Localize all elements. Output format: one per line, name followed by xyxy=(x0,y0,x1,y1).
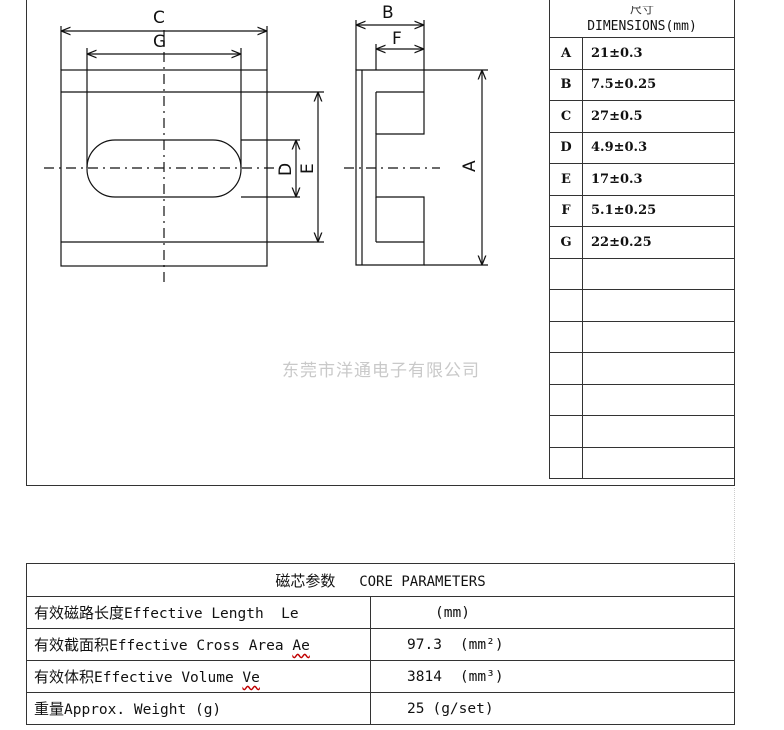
dimensions-header-en: DIMENSIONS(mm) xyxy=(587,19,697,34)
core-title-cn: 磁芯参数 xyxy=(275,571,336,590)
label-b: B xyxy=(382,3,394,23)
core-drawing: C G B F D E A xyxy=(44,3,488,282)
core-parameters-table: 磁芯参数 CORE PARAMETERS 有效磁路长度Effective Len… xyxy=(26,563,735,725)
label-g: G xyxy=(153,32,166,52)
core-row-effective-length: 有效磁路长度Effective Length Le (mm) xyxy=(26,596,735,629)
dimension-row-empty xyxy=(549,446,735,479)
dimension-row-empty xyxy=(549,257,735,290)
label-e: E xyxy=(298,163,318,174)
dimension-row-empty xyxy=(549,320,735,353)
core-row-effective-area: 有效截面积Effective Cross Area Ae 97.3(mm²) xyxy=(26,628,735,661)
core-parameters-title: 磁芯参数 CORE PARAMETERS xyxy=(26,563,735,597)
core-title-en: CORE PARAMETERS xyxy=(359,573,486,590)
company-watermark: 东莞市洋通电子有限公司 xyxy=(282,361,480,381)
section-divider xyxy=(734,488,735,563)
dimension-row-empty xyxy=(549,415,735,448)
drawing-frame xyxy=(26,0,735,486)
dimension-row-empty xyxy=(549,289,735,322)
dimensions-header: 尺寸 DIMENSIONS(mm) xyxy=(549,0,735,38)
dimensions-header-cn: 尺寸 xyxy=(629,6,654,16)
dimension-row-empty xyxy=(549,352,735,385)
label-f: F xyxy=(392,29,402,49)
core-row-weight: 重量Approx. Weight (g) 25(g/set) xyxy=(26,692,735,725)
dimension-row-empty xyxy=(549,383,735,416)
label-a: A xyxy=(460,160,480,172)
label-d: D xyxy=(276,163,296,176)
label-c: C xyxy=(153,8,165,28)
core-row-effective-volume: 有效体积Effective Volume Ve 3814(mm³) xyxy=(26,660,735,693)
